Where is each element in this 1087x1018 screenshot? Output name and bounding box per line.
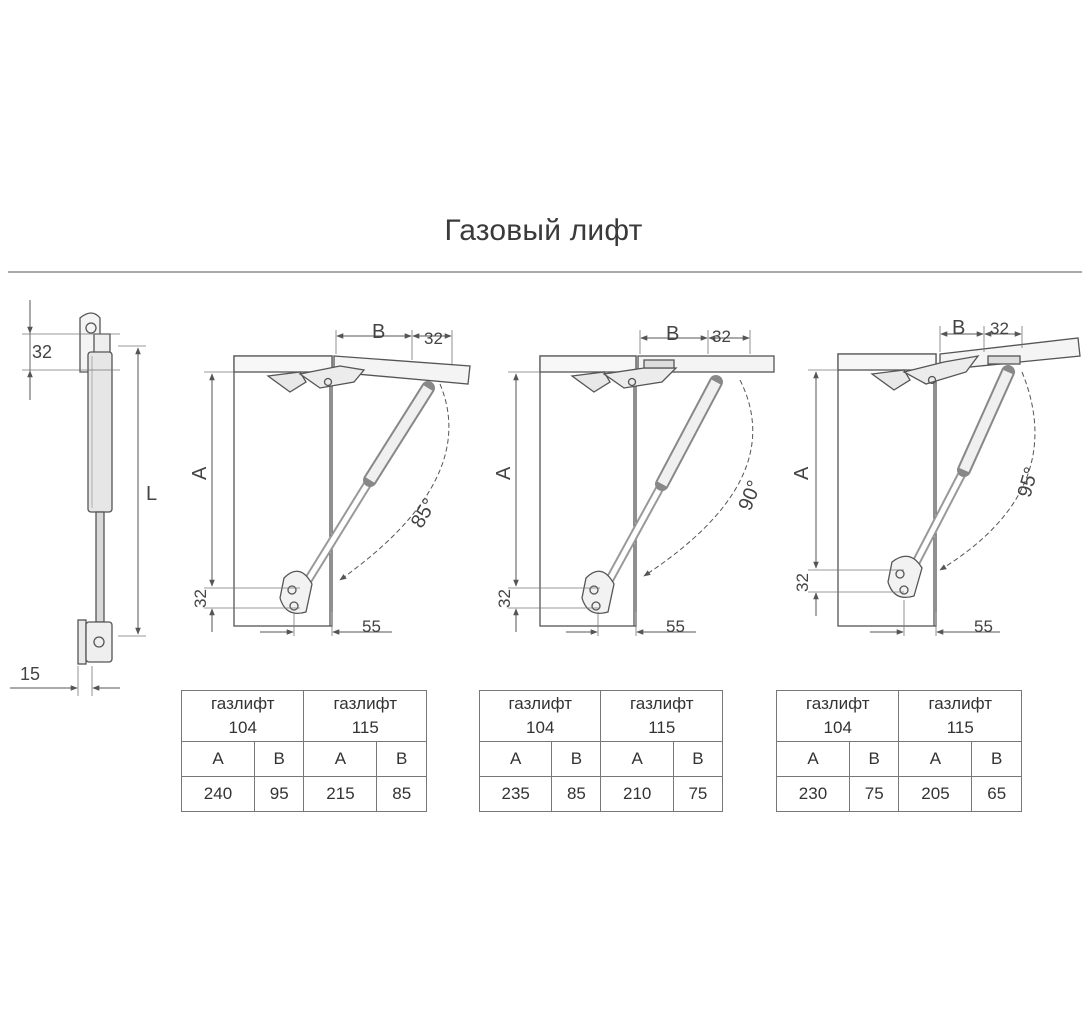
page-title: Газовый лифт — [444, 214, 643, 247]
table-subheader: A — [776, 741, 850, 777]
dim-32-side-label: 32 — [495, 589, 514, 608]
dim-55-label: 55 — [666, 617, 685, 636]
dim-32-top-label: 32 — [712, 327, 731, 346]
table-subheader: B — [376, 741, 427, 777]
title-divider — [8, 271, 1082, 273]
dim-32-top-label: 32 — [424, 329, 443, 348]
dim-32-side-label: 32 — [191, 589, 210, 608]
cabinet-diagram-85: B 32 A 32 55 85° — [189, 321, 471, 636]
table-subheader: A — [303, 741, 378, 777]
table-cell: 230 — [776, 776, 850, 812]
dim-55-label: 55 — [362, 617, 381, 636]
table-subheader: B — [848, 741, 900, 777]
dim-b-label: B — [666, 323, 679, 345]
dim-b-label: B — [952, 317, 965, 339]
table-subheader: B — [253, 741, 305, 777]
table-subheader: A — [478, 741, 553, 777]
table-cell: 215 — [303, 776, 378, 812]
dim-a-label: A — [791, 466, 813, 480]
table-cell: 75 — [848, 776, 900, 812]
dim-a-label: A — [493, 466, 515, 480]
gas-spring-profile — [10, 300, 146, 696]
table-subheader: B — [551, 741, 602, 777]
table-cell: 85 — [376, 776, 427, 812]
table-subheader: B — [672, 741, 724, 777]
cabinet-diagram-95: B 32 A 32 55 95° — [791, 317, 1081, 636]
table-subheader: A — [600, 741, 674, 777]
angle-label: 95° — [1014, 465, 1043, 500]
table-cell: 205 — [898, 776, 973, 812]
table-cell: 95 — [253, 776, 305, 812]
table-cell: 235 — [478, 776, 553, 812]
dim-32-side-label: 32 — [793, 573, 812, 592]
angle-label: 85° — [407, 495, 441, 532]
table-cell: 210 — [600, 776, 674, 812]
dim-32-top-label: 32 — [990, 319, 1009, 338]
table-subheader: B — [971, 741, 1022, 777]
table-cell: 65 — [971, 776, 1022, 812]
table-cell: 85 — [551, 776, 602, 812]
dim-55-label: 55 — [974, 617, 993, 636]
table-cell: 75 — [672, 776, 724, 812]
table-subheader: A — [898, 741, 973, 777]
dim-a-label: A — [189, 466, 211, 480]
profile-dim-length: L — [146, 483, 157, 505]
profile-dim-32: 32 — [32, 342, 52, 362]
profile-dim-15: 15 — [20, 664, 40, 684]
table-subheader: A — [181, 741, 255, 777]
cabinet-diagram-90: B 32 A 32 55 90° — [493, 323, 775, 636]
dim-b-label: B — [372, 321, 385, 343]
table-cell: 240 — [181, 776, 255, 812]
